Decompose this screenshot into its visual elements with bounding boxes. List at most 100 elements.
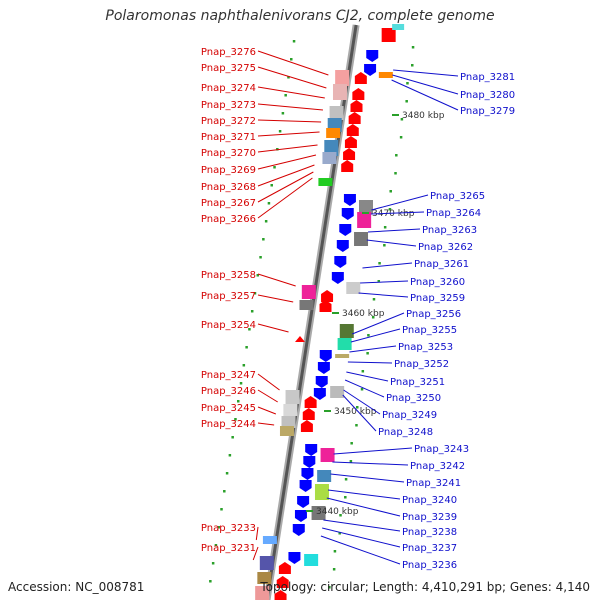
ring-tick — [366, 352, 369, 355]
right-gene-label: Pnap_3252 — [394, 359, 449, 370]
gene-block — [255, 586, 270, 600]
gene-arrow — [297, 496, 310, 508]
gene-block — [378, 72, 393, 78]
gene-block — [392, 24, 405, 30]
ring-tick — [344, 496, 347, 499]
ring-tick — [262, 238, 265, 241]
right-gene-label: Pnap_3242 — [410, 461, 465, 472]
left-gene-label: Pnap_3246 — [201, 386, 256, 397]
left-gene-label: Pnap_3276 — [201, 47, 256, 58]
ring-tick — [211, 562, 215, 565]
right-gene-label: Pnap_3260 — [410, 277, 465, 288]
gene-block — [279, 426, 294, 436]
left-leader-line — [257, 131, 320, 137]
ring-tick — [256, 274, 260, 277]
right-leader-line — [347, 361, 393, 364]
gene-block — [332, 84, 347, 100]
right-leader-line — [320, 535, 401, 565]
right-leader-line — [322, 527, 401, 548]
scale-label: 3470 kbp — [372, 209, 415, 219]
left-leader-line — [257, 389, 278, 403]
gene-arrow — [354, 72, 367, 84]
left-leader-line — [257, 103, 323, 111]
ring-tick — [350, 442, 353, 445]
right-gene-label: Pnap_3238 — [402, 527, 457, 538]
scale-label: 3480 kbp — [402, 111, 445, 121]
gene-arrow — [288, 552, 301, 564]
right-leader-line — [368, 228, 421, 233]
gene-arrow — [278, 562, 291, 574]
ring-tick — [344, 478, 348, 481]
gene-arrow — [294, 336, 305, 342]
ring-tick — [264, 220, 268, 223]
ring-tick — [361, 370, 365, 373]
ring-tick — [377, 280, 381, 283]
ring-tick — [328, 586, 331, 589]
gene-block — [339, 324, 354, 338]
left-gene-label: Pnap_3270 — [201, 148, 256, 159]
left-leader-line — [257, 422, 275, 426]
right-leader-line — [327, 489, 401, 500]
right-gene-label: Pnap_3243 — [414, 444, 469, 455]
right-leader-line — [346, 371, 389, 382]
right-leader-line — [342, 394, 377, 432]
right-leader-line — [371, 194, 429, 211]
ring-tick — [360, 388, 364, 391]
scale-label: 3460 kbp — [342, 309, 385, 319]
gene-arrow — [339, 224, 352, 236]
gene-block — [281, 416, 296, 428]
right-gene-label: Pnap_3255 — [402, 325, 457, 336]
right-gene-label: Pnap_3256 — [406, 309, 461, 320]
accession-text: Accession: NC_008781 — [8, 580, 145, 594]
ring-tick — [284, 94, 287, 97]
gene-block — [262, 536, 277, 544]
left-leader-line — [257, 373, 280, 391]
right-gene-label: Pnap_3265 — [430, 191, 485, 202]
gene-block — [326, 128, 341, 138]
left-gene-label: Pnap_3231 — [201, 543, 256, 554]
gene-arrow — [302, 408, 315, 420]
right-leader-line — [391, 79, 459, 111]
right-leader-line — [366, 239, 417, 247]
left-leader-line — [257, 50, 329, 76]
gene-arrow — [301, 468, 314, 480]
right-gene-label: Pnap_3241 — [406, 478, 461, 489]
left-leader-line — [257, 66, 327, 89]
ring-tick — [231, 436, 234, 439]
gene-arrow — [299, 480, 312, 492]
gene-arrow — [364, 64, 377, 76]
right-leader-line — [330, 473, 405, 483]
scale-tick — [332, 312, 339, 314]
gene-block — [257, 572, 272, 584]
right-gene-label: Pnap_3279 — [460, 106, 515, 117]
gene-block — [317, 470, 332, 482]
ring-tick — [237, 400, 240, 403]
left-leader-line — [257, 294, 294, 303]
gene-block — [357, 212, 372, 228]
right-gene-label: Pnap_3261 — [414, 259, 469, 270]
left-leader-line — [257, 177, 313, 219]
scale-tick — [362, 212, 369, 214]
gene-arrow — [313, 388, 326, 400]
gene-block — [359, 200, 373, 214]
ring-tick — [338, 532, 341, 535]
scale-tick — [306, 510, 313, 512]
right-leader-line — [352, 312, 405, 335]
gene-block — [329, 106, 344, 120]
ring-tick — [349, 460, 353, 463]
gene-arrow — [321, 290, 334, 302]
ring-tick — [281, 112, 285, 115]
ring-tick — [395, 154, 398, 157]
ring-tick — [356, 406, 359, 409]
right-leader-line — [343, 389, 381, 415]
left-gene-label: Pnap_3244 — [201, 419, 256, 430]
scale-tick — [392, 114, 399, 116]
ring-tick — [394, 172, 397, 175]
gene-arrow — [292, 524, 305, 536]
ring-tick — [273, 166, 276, 169]
gene-arrow — [276, 576, 289, 588]
gene-block — [318, 178, 333, 186]
ring-tick — [378, 262, 381, 265]
scale-label: 3450 kbp — [334, 407, 377, 417]
ring-tick — [287, 76, 290, 79]
